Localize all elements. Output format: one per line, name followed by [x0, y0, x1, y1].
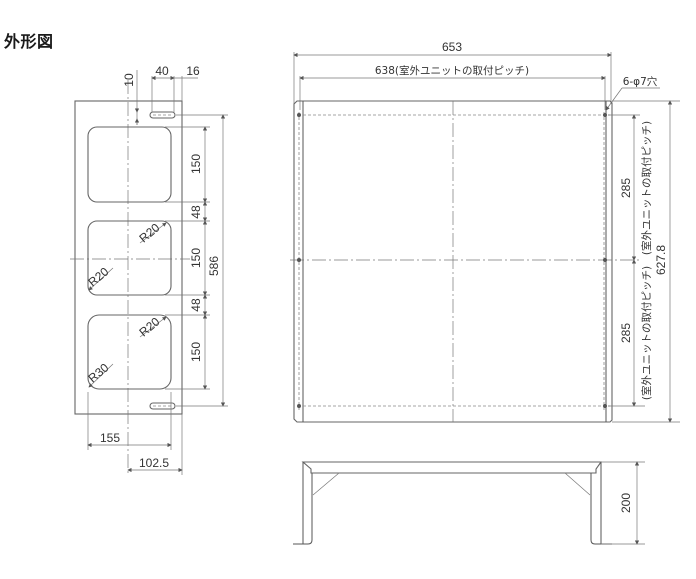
dim-slot-offset: 10 [122, 73, 136, 87]
frame-outline [293, 100, 613, 423]
opening-bottom [87, 314, 172, 390]
slot-top [149, 111, 176, 119]
dim-overall-width: 653 [442, 40, 462, 54]
opening-top [87, 126, 172, 203]
hole-callout: 6-φ7穴 [623, 75, 658, 88]
dim-opening-3: 150 [189, 342, 203, 362]
brace-right [564, 472, 591, 496]
top-view: 653 638(室外ユニットの取付ピッチ) 6-φ7穴 285 (室 [290, 40, 680, 423]
dim-gap-2: 48 [189, 298, 203, 312]
brace-left [312, 472, 340, 496]
dim-overall-height: 586 [207, 256, 221, 276]
mount-hole [297, 258, 301, 262]
side-view: 200 [293, 461, 645, 545]
radius-label: R20 [136, 314, 162, 339]
opening-middle [87, 220, 172, 296]
dim-height: 200 [619, 493, 633, 513]
dim-pitch-upper-note: (室外ユニットの取付ピッチ) [640, 121, 653, 255]
dim-opening-2: 150 [189, 248, 203, 268]
panel-outline [74, 100, 183, 415]
dim-slot-length: 40 [155, 64, 169, 78]
dim-opening-1: 150 [189, 154, 203, 174]
mount-hole [297, 404, 301, 408]
radius-label: R30 [85, 360, 111, 385]
radius-label: R20 [136, 220, 162, 245]
dim-pitch-lower-note: (室外ユニットの取付ピッチ) [640, 266, 653, 400]
slot-bottom [149, 402, 176, 410]
left-view: 40 16 10 150 48 150 48 150 586 R20 R20 R… [70, 64, 228, 475]
dim-center-offset: 102.5 [139, 456, 169, 470]
radius-label: R20 [85, 264, 111, 289]
dim-overall-depth: 627.8 [654, 245, 668, 275]
dim-width: 155 [100, 431, 120, 445]
dim-pitch-width: 638(室外ユニットの取付ピッチ) [375, 64, 529, 77]
mount-hole [603, 258, 607, 262]
top-rail [301, 461, 603, 474]
dim-gap-1: 48 [189, 205, 203, 219]
dim-pitch-upper: 285 [619, 178, 633, 198]
mount-hole [603, 113, 607, 117]
dim-pitch-lower: 285 [619, 323, 633, 343]
page-title: 外形図 [4, 32, 54, 51]
mount-hole [603, 404, 607, 408]
mount-hole [297, 113, 301, 117]
dim-slot-margin: 16 [186, 64, 200, 78]
